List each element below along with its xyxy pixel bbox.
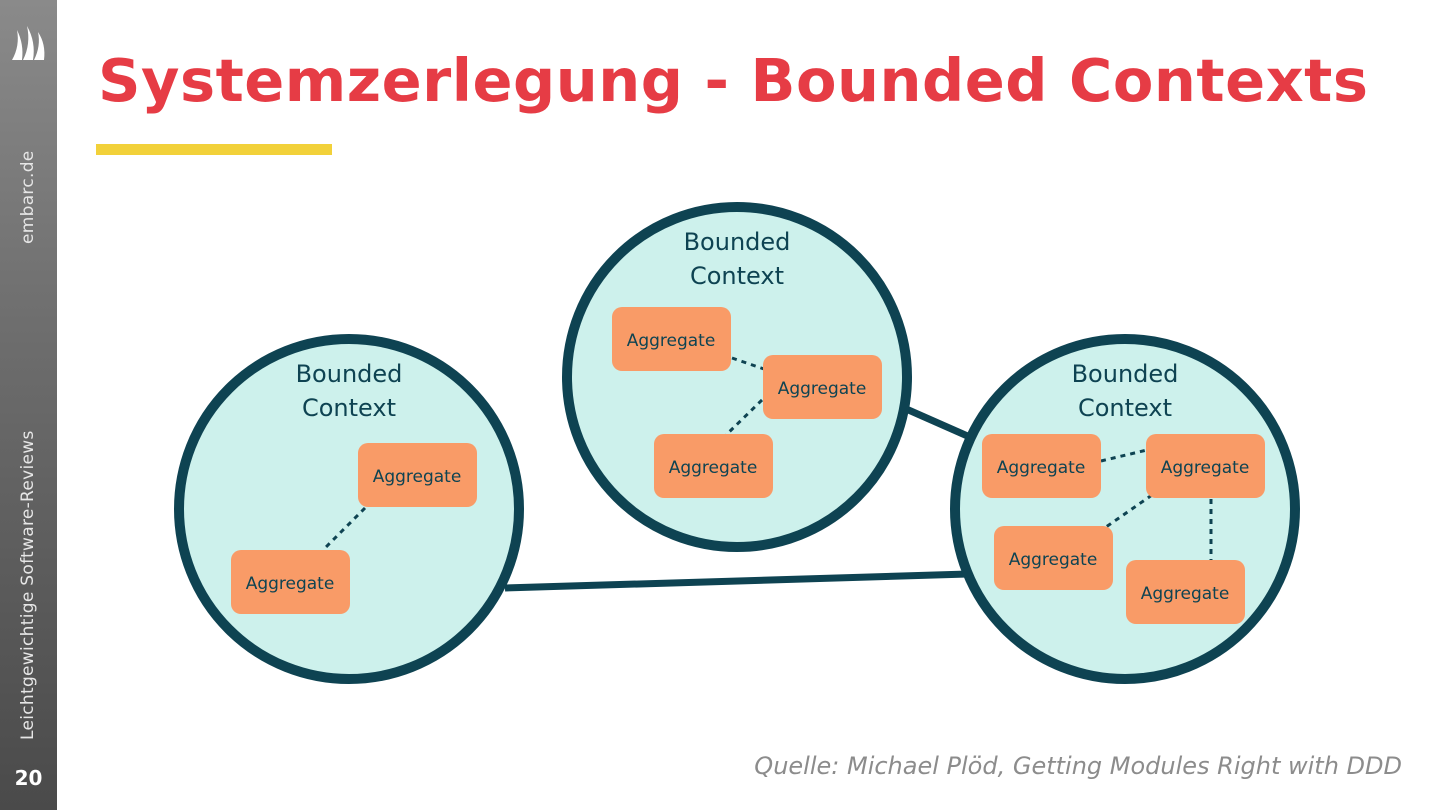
sidebar: embarc.de Leichtgewichtige Software-Revi… [0, 0, 57, 810]
aggregate-label: Aggregate [1161, 458, 1250, 478]
context-label: Context [690, 262, 784, 290]
aggregate [763, 355, 882, 419]
slide-title: Systemzerlegung - Bounded Contexts [98, 46, 1369, 115]
context-label: Context [302, 394, 396, 422]
aggregate [982, 434, 1101, 498]
aggregate-label: Aggregate [246, 574, 335, 594]
aggregate-label: Aggregate [669, 458, 758, 478]
aggregate-label: Aggregate [1009, 550, 1098, 570]
aggregate-label: Aggregate [778, 379, 867, 399]
context-connector [902, 404, 974, 442]
title-accent-bar [96, 144, 332, 155]
bounded-context-right: Bounded Context Aggregate Aggregate Aggr… [950, 334, 1300, 684]
aggregate-label: Aggregate [373, 467, 462, 487]
context-label: Bounded [684, 228, 791, 256]
context-label: Context [1078, 394, 1172, 422]
bounded-context-left: Bounded Context Aggregate Aggregate [174, 334, 524, 684]
aggregate [231, 550, 350, 614]
aggregate-label: Aggregate [997, 458, 1086, 478]
context-connector [504, 570, 969, 592]
aggregate-link [1100, 448, 1148, 463]
aggregate [654, 434, 773, 498]
aggregate [358, 443, 477, 507]
aggregate [1126, 560, 1245, 624]
aggregate-link [724, 398, 764, 437]
bounded-context-top: Bounded Context Aggregate Aggregate Aggr… [562, 202, 912, 552]
context-label: Bounded [1072, 360, 1179, 388]
aggregate [1146, 434, 1265, 498]
context-label: Bounded [296, 360, 403, 388]
sails-logo-icon [12, 26, 45, 60]
aggregate-label: Aggregate [1141, 584, 1230, 604]
aggregate-label: Aggregate [627, 331, 716, 351]
aggregate [994, 526, 1113, 590]
source-citation: Quelle: Michael Plöd, Getting Modules Ri… [754, 752, 1402, 780]
page-number: 20 [14, 766, 43, 790]
aggregate [612, 307, 731, 371]
